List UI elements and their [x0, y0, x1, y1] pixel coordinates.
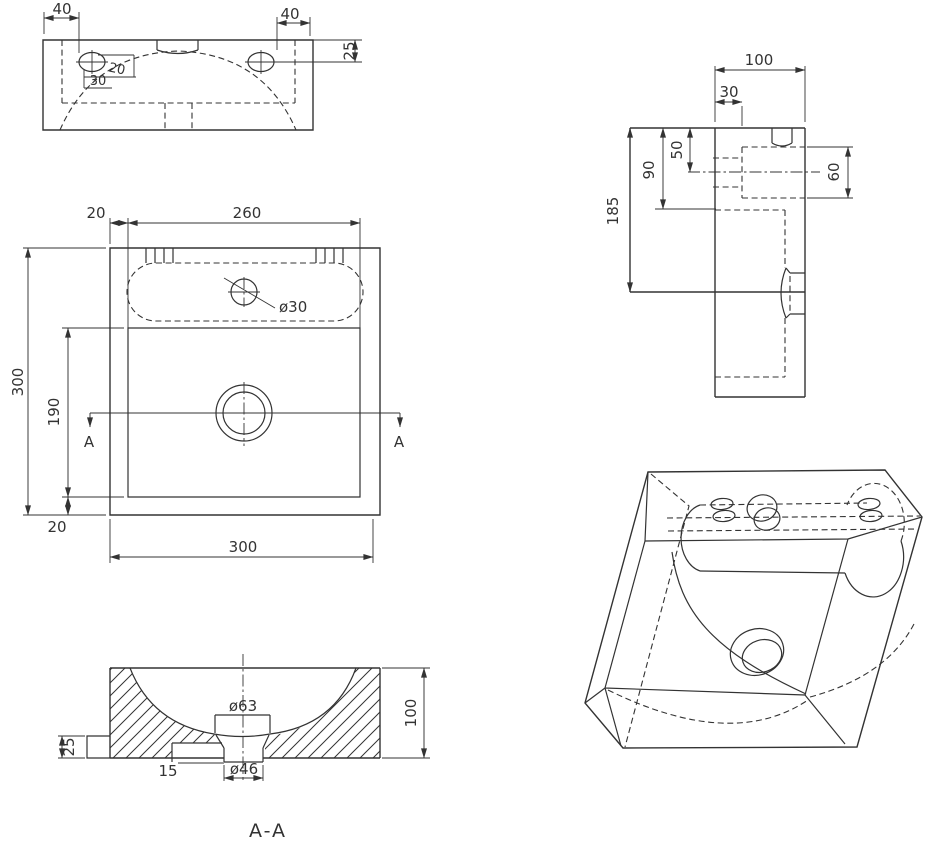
plan-outline	[109, 247, 381, 516]
dim-plan-190: 190	[45, 398, 63, 427]
overflow-hole-profile	[780, 267, 805, 319]
hidden-line	[666, 515, 921, 519]
section-dimensions: ø63 ø46 15 25 100	[58, 667, 430, 781]
dim-front-40-left: 40	[52, 0, 71, 18]
dim-plan-300-left: 300	[9, 368, 27, 397]
side-dimensions: 100 30 50 90 60 185	[604, 51, 853, 293]
iso-drain	[729, 627, 785, 677]
extension-line	[109, 218, 361, 328]
mounting-flange	[86, 735, 110, 759]
hidden-tap-hole	[741, 146, 805, 199]
iso-hidden-trace	[624, 473, 690, 748]
dim-front-25: 25	[341, 41, 359, 60]
dim-plan-300-bottom: 300	[229, 538, 258, 556]
extension-line	[23, 247, 106, 516]
plan-view: ø30 A A 20 260 300 190 20 300	[9, 204, 405, 563]
dim-section-25: 25	[60, 737, 78, 756]
iso-hidden-bowl	[607, 689, 809, 724]
recess-right-cap	[844, 540, 905, 598]
dim-side-30: 30	[719, 83, 738, 101]
front-dimensions: 40 40 25 20 30	[43, 0, 362, 89]
tap-hole-oval	[859, 509, 883, 523]
hidden-line	[667, 528, 918, 532]
dim-plan-260: 260	[233, 204, 262, 222]
dim-side-185: 185	[604, 197, 622, 226]
tap-hole-left-crosshair	[76, 50, 108, 74]
overflow-notch	[156, 40, 199, 55]
drain-inner-ring	[741, 638, 783, 674]
dim-side-50: 50	[668, 140, 686, 159]
recess-cutout	[172, 743, 222, 758]
dim-side-60: 60	[825, 162, 843, 181]
tap-slot-ticks-right	[315, 248, 344, 263]
tap-hole-oval	[712, 509, 736, 523]
recess-left-cap	[680, 504, 701, 572]
bowl-curve	[129, 667, 357, 738]
plan-dimensions: 20 260 300 190 20 300	[9, 204, 374, 563]
dim-front-30: 30	[90, 74, 107, 89]
tap-hole-oval	[857, 497, 881, 511]
iso-deck-recess	[666, 482, 921, 598]
iso-hidden-bowl-right	[809, 621, 916, 698]
iso-bowl-edge	[671, 551, 807, 695]
dim-section-15: 15	[158, 762, 177, 780]
iso-outline	[584, 469, 923, 749]
drain-boss	[214, 714, 271, 733]
front-view: 40 40 25 20 30	[42, 0, 362, 131]
extension-line	[714, 66, 806, 122]
hidden-bowl-curve	[59, 50, 297, 131]
hidden-basin-profile	[715, 209, 786, 378]
section-title: A-A	[249, 820, 287, 842]
extension-line	[62, 327, 124, 498]
extension-line	[84, 54, 136, 78]
section-outline	[109, 667, 381, 759]
extension-line	[83, 70, 112, 89]
tap-slot-ticks-left	[145, 248, 174, 263]
section-view: ø63 ø46 15 25 100 A-A	[58, 654, 430, 842]
drain-outer-ring	[729, 627, 785, 677]
side-view: 100 30 50 90 60 185	[604, 51, 853, 398]
section-cut-line: A A	[84, 412, 405, 451]
basin-opening	[127, 327, 361, 498]
leader-line	[223, 277, 276, 309]
dim-section-46: ø46	[230, 760, 258, 778]
dim-plan-hole-dia: ø30	[279, 298, 307, 316]
section-mark-left: A	[84, 433, 95, 451]
iso-basin-rim	[604, 538, 849, 696]
tap-hole-oval	[710, 497, 734, 511]
isometric-view	[584, 469, 923, 749]
iso-front-edges	[584, 687, 846, 747]
hatch-region-left	[110, 668, 222, 758]
drain-pipe	[215, 734, 270, 763]
dim-section-63: ø63	[229, 697, 257, 715]
front-outline	[42, 39, 314, 131]
iso-deck-edges	[644, 471, 923, 542]
hidden-line	[699, 502, 868, 506]
tap-hole-circle	[753, 507, 781, 531]
overflow-slot	[771, 128, 793, 147]
section-mark-right: A	[394, 433, 405, 451]
dim-plan-20-bottom: 20	[47, 518, 66, 536]
tap-hole-right-crosshair	[245, 50, 277, 74]
dim-front-40-right: 40	[280, 5, 299, 23]
recess-edge	[171, 742, 222, 762]
dim-side-90: 90	[640, 160, 658, 179]
tap-hole-circle	[746, 494, 778, 522]
iso-tap-holes	[710, 494, 883, 531]
deck-recess	[126, 262, 364, 322]
hatch-region-right	[265, 668, 380, 758]
dim-section-100: 100	[402, 699, 420, 728]
dim-plan-20-top: 20	[86, 204, 105, 222]
dim-front-20: 20	[107, 60, 126, 78]
hidden-line	[713, 157, 742, 188]
dim-side-100: 100	[745, 51, 774, 69]
recess-right-cap-hidden	[846, 482, 905, 542]
recess-front-edge	[699, 570, 846, 574]
